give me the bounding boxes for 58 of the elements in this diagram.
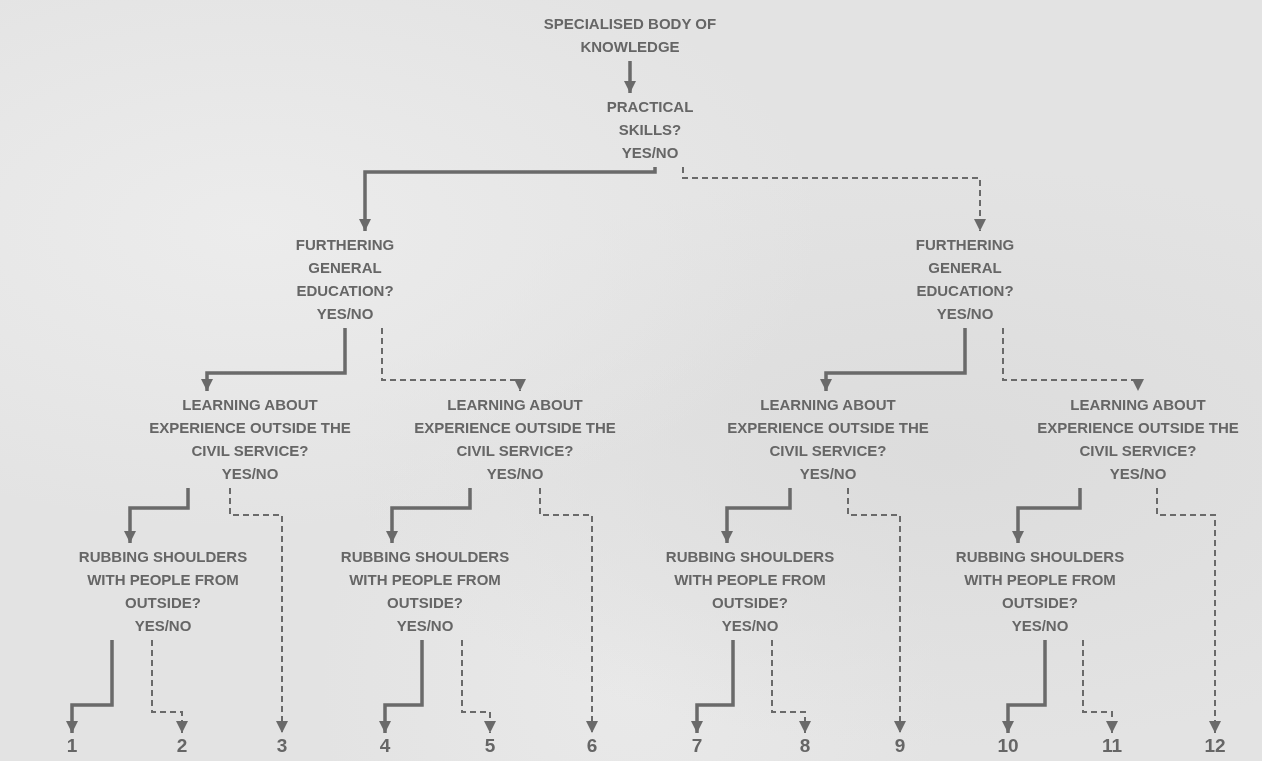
arrow [201,328,347,391]
outcome-number: 6 [585,735,599,757]
arrow [1012,488,1082,543]
answer-options: YES/NO [718,462,938,485]
outcome-number: 2 [175,735,189,757]
outcome-number: 9 [893,735,907,757]
answer-options: YES/NO [940,614,1140,637]
dashed-arrow [1156,487,1221,734]
question-text: RUBBING SHOULDERS WITH PEOPLE FROM OUTSIDE? [664,547,836,613]
question-text: RUBBING SHOULDERS WITH PEOPLE FROM OUTSIDE? [77,547,249,613]
outcome-number: 11 [1100,735,1124,757]
answer-options: YES/NO [405,462,625,485]
outcome-number: 12 [1203,735,1227,757]
dashed-arrow [771,639,811,734]
question-text: RUBBING SHOULDERS WITH PEOPLE FROM OUTSIDE? [954,547,1126,613]
arrow [1002,640,1047,733]
question-text: FURTHERING GENERAL EDUCATION? [294,235,396,301]
answer-options: YES/NO [1028,462,1248,485]
outcome-number: 4 [378,735,392,757]
dashed-arrow [461,639,496,734]
arrow [66,640,114,733]
arrow [691,640,735,733]
arrow [624,61,636,93]
dashed-arrow [151,639,188,734]
dashed-arrow [847,487,906,734]
outcome-number: 7 [690,735,704,757]
outcome-number: 8 [798,735,812,757]
question-text: LEARNING ABOUT EXPERIENCE OUTSIDE THE CIVIL SERVICE? [148,395,352,461]
question-text: RUBBING SHOULDERS WITH PEOPLE FROM OUTSIDE? [339,547,511,613]
dashed-arrow [229,487,288,734]
question-text: LEARNING ABOUT EXPERIENCE OUTSIDE THE CIVIL SERVICE? [1036,395,1240,461]
outcome-number: 3 [275,735,289,757]
dashed-arrow [1002,327,1144,392]
answer-options: YES/NO [280,302,410,325]
arrow [386,488,472,543]
outcome-number: 1 [65,735,79,757]
dashed-arrow [1082,639,1118,734]
arrow [820,328,967,391]
dashed-arrow [381,327,526,392]
question-text: PRACTICAL SKILLS? [605,97,695,140]
answer-options: YES/NO [650,614,850,637]
question-text: LEARNING ABOUT EXPERIENCE OUTSIDE THE CIVIL SERVICE? [726,395,930,461]
outcome-number: 10 [996,735,1020,757]
question-text: LEARNING ABOUT EXPERIENCE OUTSIDE THE CIVIL SERVICE? [413,395,617,461]
dashed-arrow [539,487,598,734]
root-label: SPECIALISED BODY OF KNOWLEDGE [542,14,718,57]
answer-options: YES/NO [140,462,360,485]
outcome-number: 5 [483,735,497,757]
answer-options: YES/NO [595,141,705,164]
answer-options: YES/NO [900,302,1030,325]
question-text: FURTHERING GENERAL EDUCATION? [914,235,1016,301]
arrow [124,488,190,543]
arrow [359,167,657,231]
answer-options: YES/NO [63,614,263,637]
arrow [721,488,792,543]
answer-options: YES/NO [325,614,525,637]
dashed-arrow [682,166,986,232]
arrow [379,640,424,733]
